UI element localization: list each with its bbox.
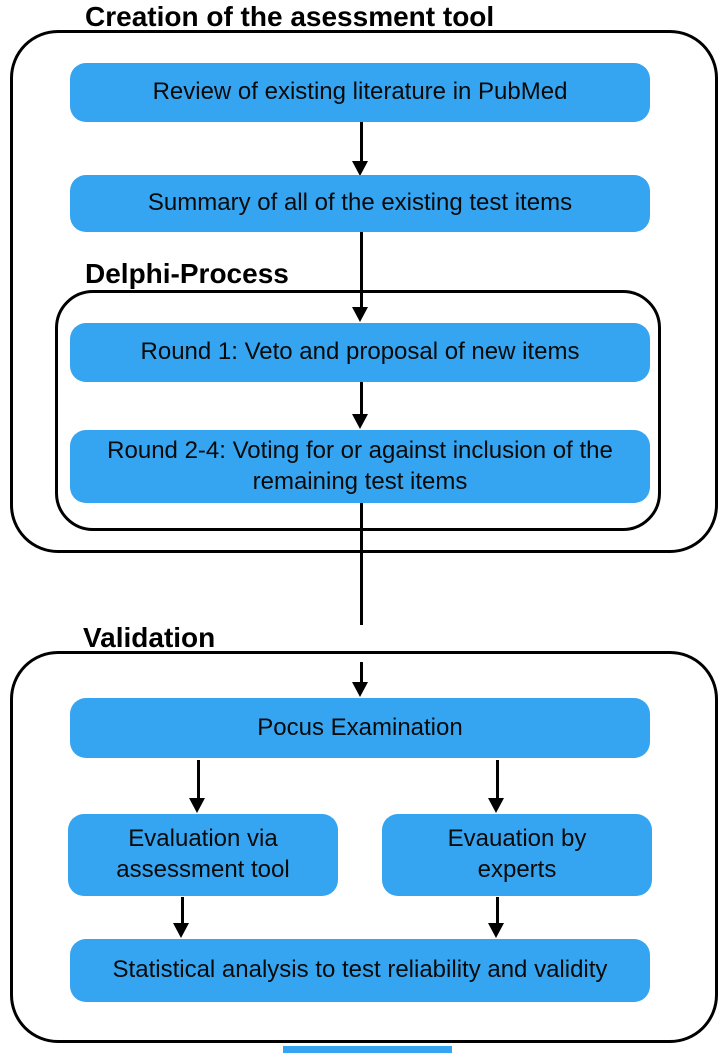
arrow-evaltool-to-statistical-line bbox=[181, 897, 184, 925]
arrow-pocus-to-evaltool-head bbox=[189, 798, 205, 813]
creation-section-title: Creation of the asessment tool bbox=[85, 1, 495, 32]
node-evaluation-assessment-tool-label: Evaluation via assessment tool bbox=[116, 825, 290, 883]
node-statistical-analysis: Statistical analysis to test reliability… bbox=[70, 939, 650, 1002]
node-round-1-label: Round 1: Veto and proposal of new items bbox=[140, 338, 580, 366]
arrow-into-pocus-line bbox=[360, 662, 363, 684]
cropped-node-fragment bbox=[283, 1046, 452, 1053]
node-round-2-4-label: Round 2-4: Voting for or against inclusi… bbox=[107, 436, 613, 495]
arrow-review-to-summary-head bbox=[352, 161, 368, 176]
arrow-evalexperts-to-statistical-head bbox=[488, 923, 504, 938]
node-summary-test-items: Summary of all of the existing test item… bbox=[70, 175, 650, 232]
node-statistical-analysis-label: Statistical analysis to test reliability… bbox=[112, 956, 608, 984]
node-review-literature: Review of existing literature in PubMed bbox=[70, 63, 650, 122]
arrow-evaltool-to-statistical-head bbox=[173, 923, 189, 938]
node-evaluation-experts-label: Evauation by experts bbox=[447, 825, 587, 883]
node-round-2-4: Round 2-4: Voting for or against inclusi… bbox=[70, 430, 650, 503]
validation-section-title: Validation bbox=[83, 622, 216, 653]
arrow-summary-to-round1-head bbox=[352, 307, 368, 322]
delphi-section-title: Delphi-Process bbox=[85, 258, 289, 289]
node-pocus-examination-label: Pocus Examination bbox=[257, 713, 463, 741]
node-evaluation-assessment-tool: Evaluation via assessment tool bbox=[68, 814, 338, 896]
arrow-pocus-to-evaltool-line bbox=[197, 760, 200, 800]
arrow-round1-to-round24-line bbox=[360, 382, 363, 416]
arrow-summary-to-round1-line bbox=[360, 232, 363, 309]
node-evaluation-experts: Evauation by experts bbox=[382, 814, 652, 896]
delphi-section-container bbox=[55, 290, 661, 531]
node-pocus-examination: Pocus Examination bbox=[70, 698, 650, 758]
node-round-1: Round 1: Veto and proposal of new items bbox=[70, 323, 650, 382]
arrow-round1-to-round24-head bbox=[352, 414, 368, 429]
node-summary-test-items-label: Summary of all of the existing test item… bbox=[147, 189, 573, 217]
arrow-into-pocus-head bbox=[352, 682, 368, 697]
arrow-review-to-summary-line bbox=[360, 122, 363, 163]
arrow-evalexperts-to-statistical-line bbox=[496, 897, 499, 925]
connector-creation-to-validation-line bbox=[360, 503, 363, 625]
creation-section-container bbox=[10, 30, 718, 553]
arrow-pocus-to-evalexperts-line bbox=[496, 760, 499, 800]
validation-section-container bbox=[10, 651, 718, 1043]
arrow-pocus-to-evalexperts-head bbox=[488, 798, 504, 813]
node-review-literature-label: Review of existing literature in PubMed bbox=[152, 78, 568, 106]
